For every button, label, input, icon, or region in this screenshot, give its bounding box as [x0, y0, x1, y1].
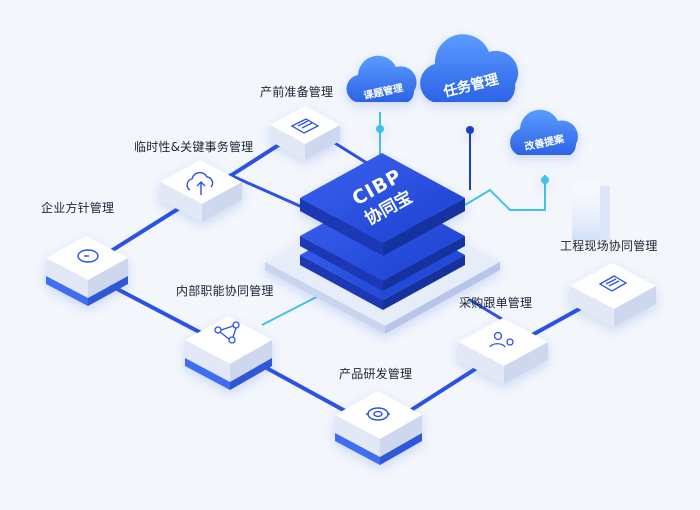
user-settings-icon [489, 331, 514, 348]
tile-procurement-tracking [458, 318, 548, 384]
tile-pre-production [270, 106, 340, 160]
label-procurement-tracking: 采购跟单管理 [459, 296, 533, 310]
tile-rd-management [335, 391, 422, 465]
document-icon [290, 118, 320, 134]
label-temporary-key-affairs: 临时性&关键事务管理 [134, 140, 254, 154]
cloud-task-node [466, 126, 474, 134]
cloud-task-management: 任务管理 [420, 34, 519, 134]
link-proposal-cloud [464, 175, 546, 211]
cloud-topic-node [376, 125, 384, 133]
label-rd-management: 产品研发管理 [339, 367, 413, 381]
label-pre-production: 产前准备管理 [260, 85, 334, 99]
cloud-upload-icon [186, 171, 214, 195]
tile-enterprise-policy [46, 236, 128, 306]
label-enterprise-policy: 企业方针管理 [41, 201, 115, 215]
tile-site-collaboration [570, 263, 656, 327]
decorative-pillar [572, 180, 610, 240]
gear-icon [366, 407, 390, 421]
label-internal-collaboration: 内部职能协同管理 [176, 284, 274, 298]
label-site-collaboration: 工程现场协同管理 [560, 239, 658, 253]
target-icon [77, 249, 99, 263]
center-block [265, 153, 500, 334]
team-network-icon [214, 321, 240, 344]
link-preprod-to-center [328, 138, 372, 167]
cloud-proposal-node [541, 176, 549, 184]
cloud-topic-management: 课题管理 [346, 55, 417, 133]
clipboard-icon [598, 275, 628, 292]
tile-internal-collaboration [185, 316, 272, 390]
tile-temporary-key-affairs [160, 160, 242, 222]
cloud-improvement-proposal: 改善提案 [510, 109, 578, 184]
